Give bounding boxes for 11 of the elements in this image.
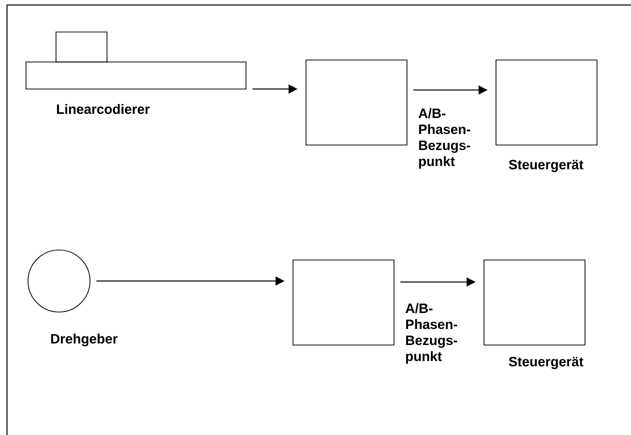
- node-label: Steuergerät: [508, 356, 584, 370]
- node-label: Linearcodierer: [57, 104, 150, 114]
- unit-box: Steuergerät: [484, 260, 586, 370]
- edge-label: A/B- Phasen- Bezugs- punkt: [418, 108, 470, 169]
- unit-box: Steuergerät: [496, 60, 598, 172]
- node-label: Drehgeber: [51, 334, 118, 346]
- unit-box: [306, 60, 408, 146]
- linear-encoder-drawing: Linearcodierer: [26, 32, 246, 114]
- node-label: Steuergerät: [508, 160, 584, 172]
- edge-label: A/B- Phasen- Bezugs- punkt: [406, 303, 458, 364]
- unit-box: [292, 260, 394, 346]
